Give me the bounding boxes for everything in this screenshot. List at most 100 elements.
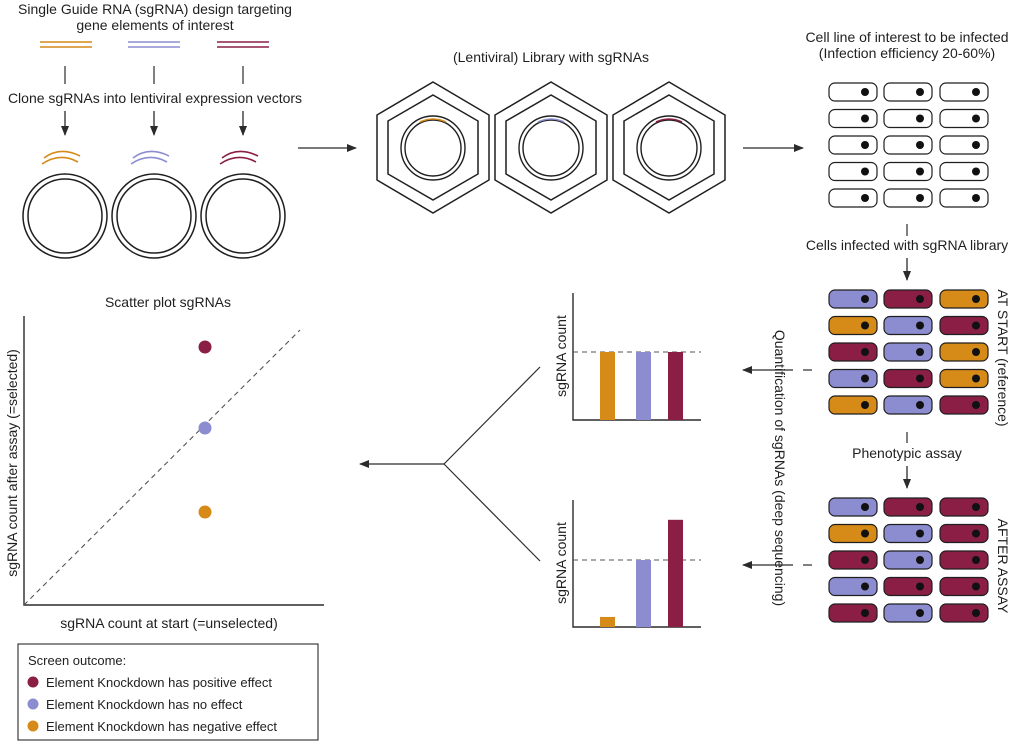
cell-maroon — [939, 497, 989, 517]
step1-title-line1: Single Guide RNA (sgRNA) design targetin… — [18, 1, 292, 17]
cell-nucleus — [916, 321, 924, 330]
cell-nucleus — [861, 194, 869, 202]
bar-chart-after-axes — [572, 500, 701, 628]
cell-gold — [939, 289, 989, 309]
step2-label: Clone sgRNAs into lentiviral expression … — [8, 90, 302, 106]
cell-maroon — [883, 289, 933, 309]
plasmid-vector-gold — [22, 150, 108, 259]
quantification-arrows — [742, 366, 812, 569]
cell-lavender — [883, 523, 933, 544]
scatter-diagonal — [23, 329, 301, 606]
scatter-point-positive — [198, 340, 212, 354]
cell-uninfected — [939, 161, 989, 182]
cell-nucleus — [972, 609, 980, 617]
bar-after-lavender — [636, 560, 651, 627]
cell-nucleus — [916, 609, 924, 617]
cell-nucleus — [972, 348, 980, 356]
at-start-cell-grid — [828, 289, 989, 415]
lentivirus-lavender — [494, 81, 608, 214]
bar-chart-after-assay: sgRNA count — [553, 500, 701, 628]
cell-lavender — [828, 368, 878, 389]
cell-nucleus — [916, 348, 924, 356]
cell-nucleus — [861, 114, 869, 123]
cell-nucleus — [972, 88, 980, 96]
cell-lavender — [883, 603, 933, 623]
cells-label-line1: Cell line of interest to be infected — [805, 29, 1008, 45]
cell-nucleus — [916, 88, 924, 96]
sgrna-design-lines — [40, 41, 269, 48]
cell-nucleus — [972, 321, 980, 330]
cell-maroon — [939, 603, 989, 623]
cell-lavender — [828, 497, 878, 517]
step1-connectors — [64, 66, 244, 84]
cell-nucleus — [861, 167, 869, 176]
cell-maroon — [883, 497, 933, 517]
bar-chart-at-start: sgRNA count — [553, 293, 701, 421]
cell-maroon — [828, 342, 878, 362]
cell-uninfected — [939, 108, 989, 129]
plasmid-vector-lavender — [111, 150, 197, 259]
cell-nucleus — [916, 582, 924, 591]
cell-nucleus — [972, 529, 980, 538]
cell-nucleus — [861, 88, 869, 96]
cell-nucleus — [861, 609, 869, 617]
bar-start-maroon — [668, 352, 683, 420]
uninfected-cell-grid — [828, 82, 989, 208]
at-start-label: AT START (reference) — [995, 289, 1011, 426]
cell-uninfected — [883, 135, 933, 155]
quantification-label: Quantification of sgRNAs (deep sequencin… — [772, 330, 788, 606]
cell-nucleus — [972, 556, 980, 564]
lentivirus-gold — [376, 81, 490, 214]
plasmid-vector-maroon — [200, 150, 286, 259]
cell-nucleus — [861, 295, 869, 303]
cell-nucleus — [972, 401, 980, 409]
library-label: (Lentiviral) Library with sgRNAs — [453, 49, 649, 65]
bar-start-lavender — [636, 352, 651, 420]
assay-label: Phenotypic assay — [852, 445, 962, 461]
cell-lavender — [883, 550, 933, 570]
cell-maroon — [883, 576, 933, 597]
cell-uninfected — [828, 188, 878, 208]
cell-nucleus — [916, 295, 924, 303]
after-assay-cell-grid — [828, 497, 989, 623]
cell-nucleus — [916, 529, 924, 538]
cell-gold — [939, 342, 989, 362]
cell-nucleus — [861, 503, 869, 511]
scatter-axes — [23, 316, 324, 606]
cell-nucleus — [972, 141, 980, 149]
bar-chart-after-ylabel: sgRNA count — [553, 522, 569, 604]
legend-swatch-neutral — [27, 698, 39, 710]
legend-box — [17, 643, 319, 741]
legend-label-positive: Element Knockdown has positive effect — [46, 675, 272, 690]
cell-nucleus — [916, 141, 924, 149]
cell-lavender — [883, 315, 933, 336]
cell-nucleus — [861, 348, 869, 356]
cell-lavender — [828, 289, 878, 309]
after-assay-label: AFTER ASSAY — [995, 519, 1011, 614]
cell-nucleus — [916, 503, 924, 511]
scatter-point-neutral — [198, 421, 212, 435]
cell-nucleus — [916, 194, 924, 202]
cell-uninfected — [883, 82, 933, 102]
cell-gold — [939, 368, 989, 389]
cell-uninfected — [939, 135, 989, 155]
legend-swatch-negative — [27, 720, 39, 732]
cell-maroon — [939, 550, 989, 570]
cell-nucleus — [861, 529, 869, 538]
cell-maroon — [828, 603, 878, 623]
bar-chart-start-axes — [572, 293, 701, 421]
merge-arrow — [359, 366, 541, 562]
legend-label-neutral: Element Knockdown has no effect — [46, 697, 243, 712]
legend-label-negative: Element Knockdown has negative effect — [46, 719, 277, 734]
cell-nucleus — [972, 582, 980, 591]
lentivirus-maroon — [612, 81, 726, 214]
cell-nucleus — [972, 374, 980, 383]
cell-nucleus — [916, 374, 924, 383]
scatter-ylabel: sgRNA count after assay (=selected) — [4, 349, 20, 577]
cell-nucleus — [972, 167, 980, 176]
cell-nucleus — [972, 295, 980, 303]
cell-maroon — [939, 315, 989, 336]
cell-maroon — [939, 395, 989, 415]
scatter-point-negative — [198, 505, 212, 519]
